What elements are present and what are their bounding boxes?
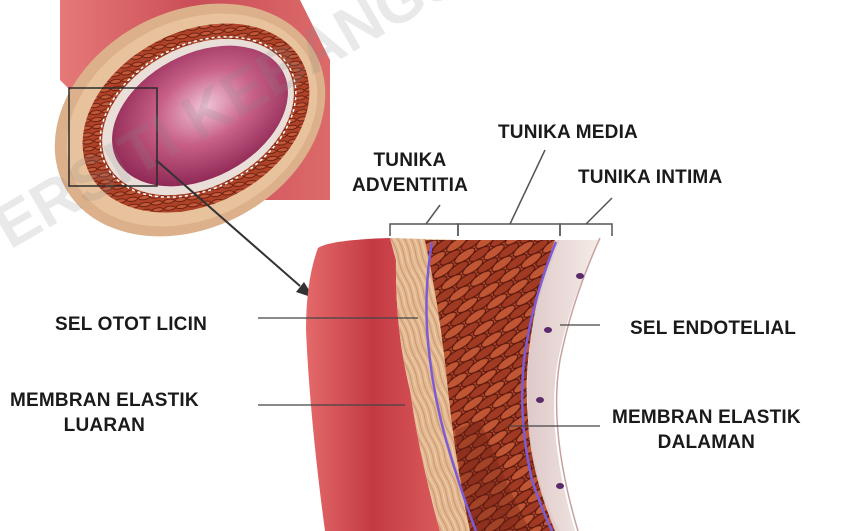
- wall-section: [306, 238, 600, 531]
- label-membran-elastik-dalaman-line1: MEMBRAN ELASTIK: [612, 405, 801, 430]
- label-tunika-media: TUNIKA MEDIA: [498, 120, 638, 145]
- label-membran-elastik-dalaman: MEMBRAN ELASTIK DALAMAN: [612, 405, 801, 455]
- vessel-overview: [14, 0, 366, 282]
- label-membran-elastik-dalaman-line2: DALAMAN: [612, 430, 801, 455]
- label-tunika-intima: TUNIKA INTIMA: [578, 165, 722, 190]
- label-tunika-adventitia: TUNIKA ADVENTITIA: [352, 148, 468, 198]
- label-membran-elastik-luaran: MEMBRAN ELASTIK LUARAN: [10, 388, 199, 438]
- label-tunika-adventitia-line2: ADVENTITIA: [352, 173, 468, 198]
- label-tunika-adventitia-line1: TUNIKA: [352, 148, 468, 173]
- label-sel-otot-licin: SEL OTOT LICIN: [55, 312, 207, 337]
- label-membran-elastik-luaran-line2: LUARAN: [10, 413, 199, 438]
- label-sel-endotelial: SEL ENDOTELIAL: [630, 316, 796, 341]
- label-membran-elastik-luaran-line1: MEMBRAN ELASTIK: [10, 388, 199, 413]
